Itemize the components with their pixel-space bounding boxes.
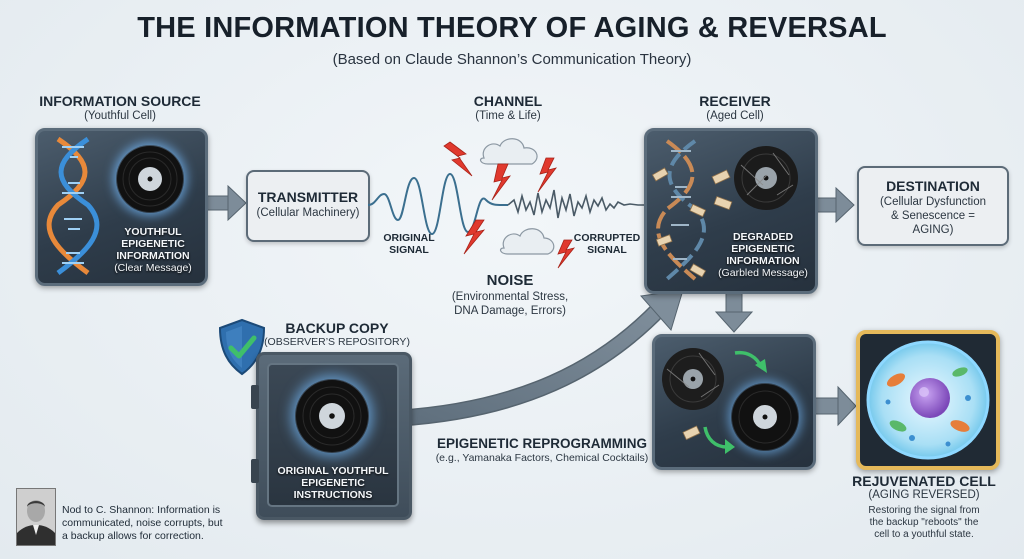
- destination-line2: & Senescence =: [890, 210, 976, 222]
- destination-line1: (Cellular Dysfunction: [879, 196, 987, 208]
- original-signal-line2: SIGNAL: [389, 244, 429, 256]
- scratched-vinyl-icon: [661, 347, 725, 411]
- reprogramming-subheading: (e.g., Yamanaka Factors, Chemical Cockta…: [435, 452, 649, 464]
- source-panel: YOUTHFUL EPIGENETIC INFORMATION (Clear M…: [35, 128, 208, 286]
- corrupted-signal-line2: SIGNAL: [587, 244, 627, 256]
- green-arrow-icon: [734, 350, 767, 373]
- noise-line1: (Environmental Stress,: [451, 291, 569, 303]
- page-title: THE INFORMATION THEORY OF AGING & REVERS…: [137, 12, 887, 44]
- vinyl-record-icon: [295, 379, 369, 453]
- backup-heading: BACKUP COPY: [285, 320, 389, 336]
- safe-hinge: [251, 385, 259, 409]
- source-label-2: EPIGENETIC: [121, 238, 185, 250]
- backup-label-1: ORIGINAL YOUTHFUL: [277, 465, 389, 477]
- rejuvenated-panel: [856, 330, 1000, 470]
- receiver-label-4: (Garbled Message): [718, 267, 808, 279]
- vinyl-record-icon: [116, 145, 184, 213]
- dna-icon: [46, 136, 100, 276]
- methyl-tag-icon: [682, 425, 701, 441]
- receiver-panel: DEGRADED EPIGENETIC INFORMATION (Garbled…: [644, 128, 818, 294]
- backup-safe: ORIGINAL YOUTHFUL EPIGENETIC INSTRUCTION…: [251, 352, 412, 520]
- arrow-backup-curve: [399, 289, 684, 427]
- noise-storm: [443, 138, 576, 269]
- corrupted-signal-line1: CORRUPTED: [573, 232, 641, 244]
- lightning-icon: [443, 141, 576, 269]
- shannon-note-line3: a backup allows for correction.: [62, 530, 204, 542]
- shannon-note-line1: Nod to C. Shannon: Information is: [62, 504, 221, 516]
- receiver-subheading: (Aged Cell): [706, 110, 764, 122]
- original-signal-line1: ORIGINAL: [383, 232, 435, 244]
- rejuvenated-heading: REJUVENATED CELL: [852, 473, 996, 489]
- shannon-portrait: [16, 488, 56, 546]
- damaged-dna-icon: [651, 139, 707, 281]
- rejuvenated-line3: cell to a youthful state.: [874, 529, 974, 540]
- receiver-heading: RECEIVER: [699, 93, 771, 109]
- noise-heading: NOISE: [486, 272, 534, 289]
- receiver-label-2: EPIGENETIC: [731, 243, 795, 255]
- backup-label-3: INSTRUCTIONS: [293, 489, 373, 501]
- destination-box: DESTINATION (Cellular Dysfunction & Sene…: [857, 166, 1009, 246]
- rejuvenated-subheading: (AGING REVERSED): [868, 489, 980, 501]
- cloud-icon: [479, 138, 555, 255]
- shield-check-icon: [218, 318, 266, 376]
- green-arrow-icon: [703, 426, 735, 454]
- arrow-source-to-transmitter: [202, 184, 247, 222]
- transmitter-box: TRANSMITTER (Cellular Machinery): [246, 170, 370, 242]
- vinyl-record-icon: [731, 383, 799, 451]
- source-label-1: YOUTHFUL: [124, 226, 182, 238]
- receiver-label-3: INFORMATION: [726, 255, 800, 267]
- safe-door: ORIGINAL YOUTHFUL EPIGENETIC INSTRUCTION…: [267, 363, 399, 507]
- arrow-receiver-to-destination: [812, 186, 855, 224]
- channel-subheading: (Time & Life): [475, 110, 541, 122]
- cell-icon: [866, 340, 990, 460]
- transmitter-subheading: (Cellular Machinery): [256, 207, 360, 219]
- backup-subheading: (OBSERVER’S REPOSITORY): [264, 336, 410, 348]
- receiver-label-1: DEGRADED: [732, 231, 794, 243]
- shannon-note-line2: communicated, noise corrupts, but: [62, 517, 223, 529]
- destination-line3: AGING): [912, 224, 954, 236]
- page-subtitle: (Based on Claude Shannon’s Communication…: [332, 51, 692, 68]
- source-subheading: (Youthful Cell): [84, 110, 156, 122]
- reprogramming-panel: [652, 334, 816, 470]
- methyl-tag-icon: [651, 167, 707, 278]
- reprogramming-heading: EPIGENETIC REPROGRAMMING: [436, 436, 647, 451]
- transmitter-heading: TRANSMITTER: [257, 189, 359, 205]
- source-label-4: (Clear Message): [114, 262, 192, 274]
- source-label-3: INFORMATION: [116, 250, 190, 262]
- rejuvenated-line1: Restoring the signal from: [868, 505, 980, 516]
- person-portrait-icon: [17, 489, 55, 545]
- damage-tag-icon: [711, 169, 733, 211]
- safe-hinge: [251, 459, 259, 483]
- destination-heading: DESTINATION: [886, 178, 980, 194]
- scratched-vinyl-icon: [733, 145, 799, 211]
- backup-label-2: EPIGENETIC: [301, 477, 365, 489]
- channel-heading: CHANNEL: [473, 93, 543, 109]
- source-heading: INFORMATION SOURCE: [39, 93, 201, 109]
- arrow-reprogram-to-rejuvenated: [810, 385, 857, 427]
- rejuvenated-line2: the backup "reboots" the: [869, 517, 979, 528]
- noise-line2: DNA Damage, Errors): [454, 305, 566, 317]
- signal-wave: [368, 172, 658, 236]
